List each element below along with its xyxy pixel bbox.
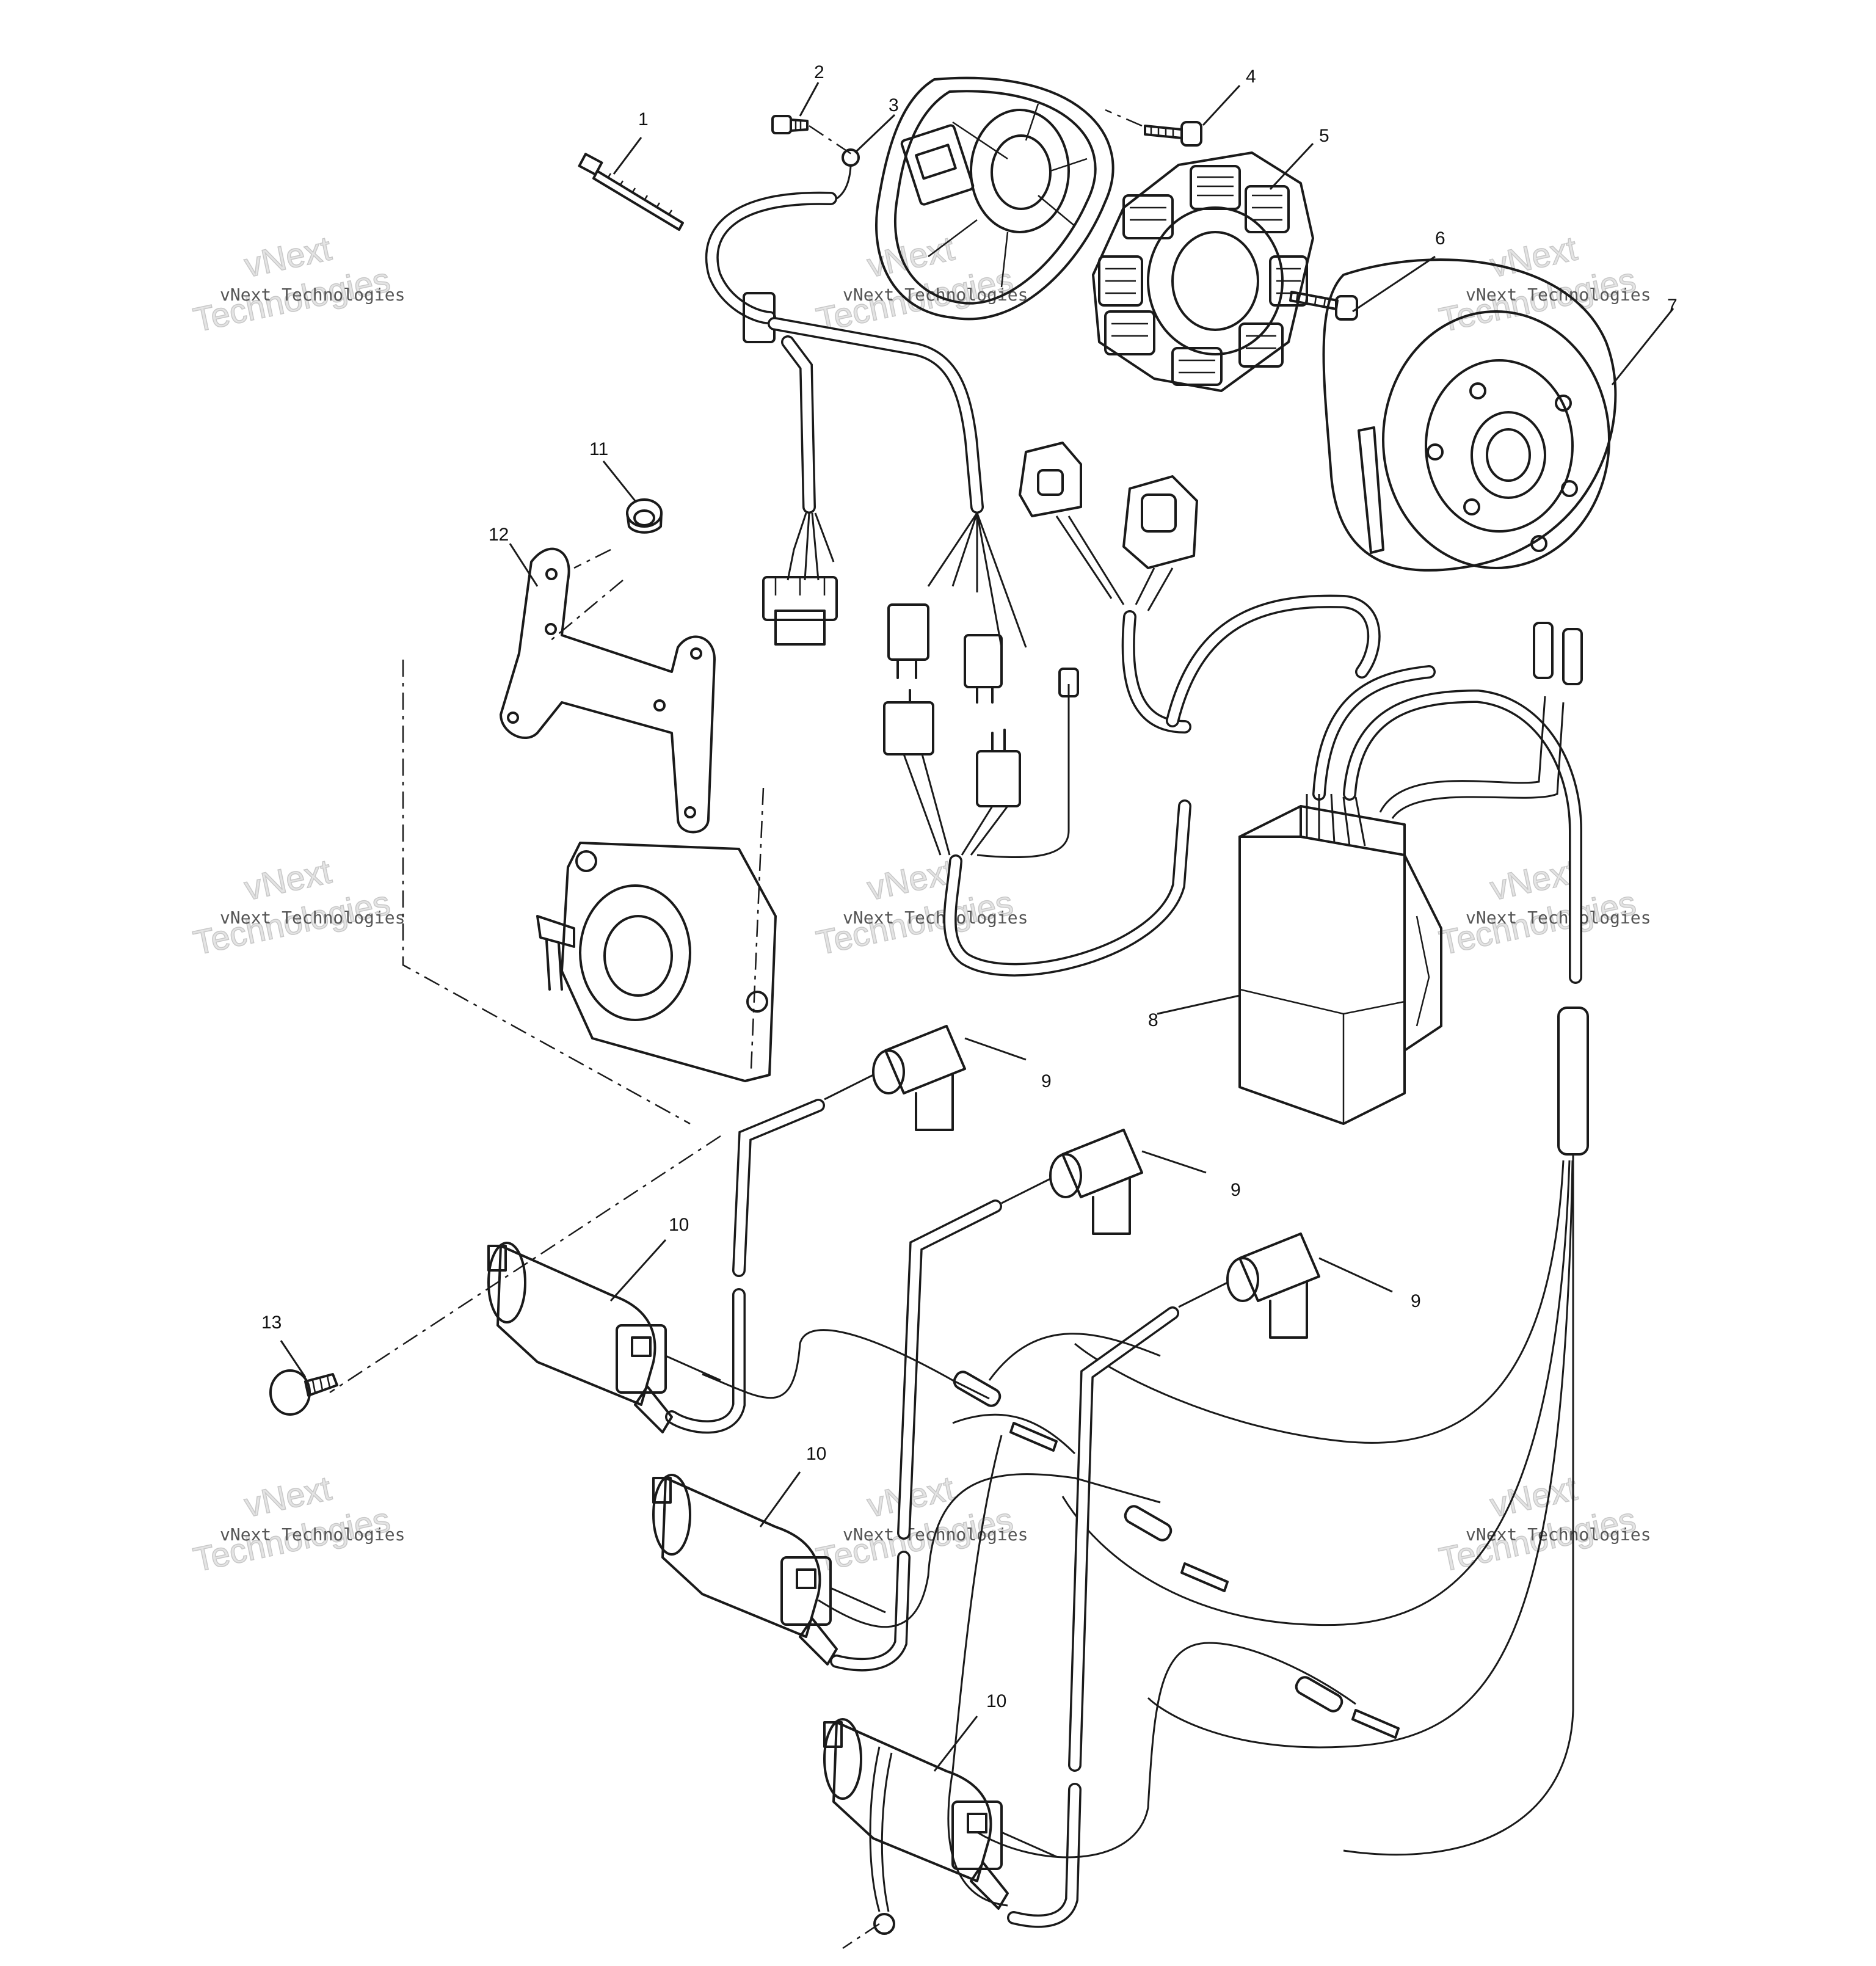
callout-13: 13 [261,1312,282,1333]
screw-4 [1144,121,1202,147]
assembly-line [809,125,856,158]
watermark: vNext Technologies vNext Technologies [1436,851,1651,963]
mounting-bracket [500,547,716,834]
ground-lead [869,1746,895,1935]
svg-text:vNext Technologies: vNext Technologies [220,285,405,305]
cable-tie [578,153,684,231]
pump-housing [536,842,777,1082]
callout-12: 12 [489,525,509,545]
high-tension-leads [665,1099,1356,1928]
callout-11: 11 [589,439,608,459]
cdi-module [1238,805,1442,1125]
assembly-line [329,1135,721,1394]
spark-plug-cap [824,1025,966,1131]
connector-3pin [762,576,838,646]
callout-10: 10 [669,1215,689,1235]
callout-9: 9 [1411,1291,1421,1311]
bullet-terminals [953,1371,1400,1739]
stator-harness [705,191,1027,648]
callout-8: 8 [1148,1010,1158,1030]
assembly-line [402,580,765,1125]
callout-labels: 1 2 3 4 5 6 7 8 9 9 9 10 10 10 11 12 13 [261,62,1678,1711]
callout-3: 3 [889,95,899,115]
stator-plate [875,76,1114,321]
svg-text:vNext Technologies: vNext Technologies [1466,1524,1651,1545]
callout-4: 4 [1246,67,1256,87]
callout-6: 6 [1435,228,1445,249]
ignition-coil [487,1242,721,1433]
spark-plug-cap [1001,1129,1143,1235]
callout-1: 1 [638,109,649,129]
svg-text:vNext Technologies: vNext Technologies [1466,908,1651,928]
watermark: vNext Technologies vNext Technologies [813,851,1028,963]
svg-text:vNext Technologies: vNext Technologies [843,908,1028,928]
assembly-line [842,1923,880,1950]
ignition-coil [652,1474,886,1666]
assembly-line [573,548,611,569]
bullet-connector-block [887,603,1003,704]
svg-text:vNext Technologies: vNext Technologies [220,1524,405,1545]
callout-9: 9 [1041,1071,1052,1091]
bolt [269,1369,338,1416]
svg-text:vNext Technologies: vNext Technologies [220,908,405,928]
callout-10: 10 [806,1444,826,1464]
stator-coil [1092,151,1314,392]
watermark: vNext Technologies vNext Technologies [1436,1468,1651,1579]
callout-10: 10 [986,1691,1006,1711]
harness-loom [903,668,1191,977]
cdi-cables [1306,622,1583,984]
callout-9: 9 [1231,1180,1241,1200]
ignition-coil [823,1718,1057,1910]
watermark: vNext Technologies vNext Technologies [190,851,405,963]
watermark: vNext Technologies vNext Technologies [190,1468,405,1579]
screw-2 [771,115,809,134]
stator-connectors [1019,442,1381,734]
callout-5: 5 [1319,126,1329,146]
flywheel [1322,258,1617,572]
watermark: vNext Technologies vNext Technologies [1436,228,1651,340]
callout-2: 2 [814,62,824,82]
assembly-line [1105,109,1143,127]
power-lead [1061,1007,1589,1856]
bullet-connector-block [883,689,1021,807]
nut [626,498,663,534]
watermark: vNext Technologies vNext Technologies [813,1468,1028,1579]
callout-7: 7 [1667,296,1678,316]
spark-plug-cap [1178,1232,1320,1339]
watermark: vNext Technologies vNext Technologies [190,228,405,340]
callout-leaders [280,82,1674,1772]
